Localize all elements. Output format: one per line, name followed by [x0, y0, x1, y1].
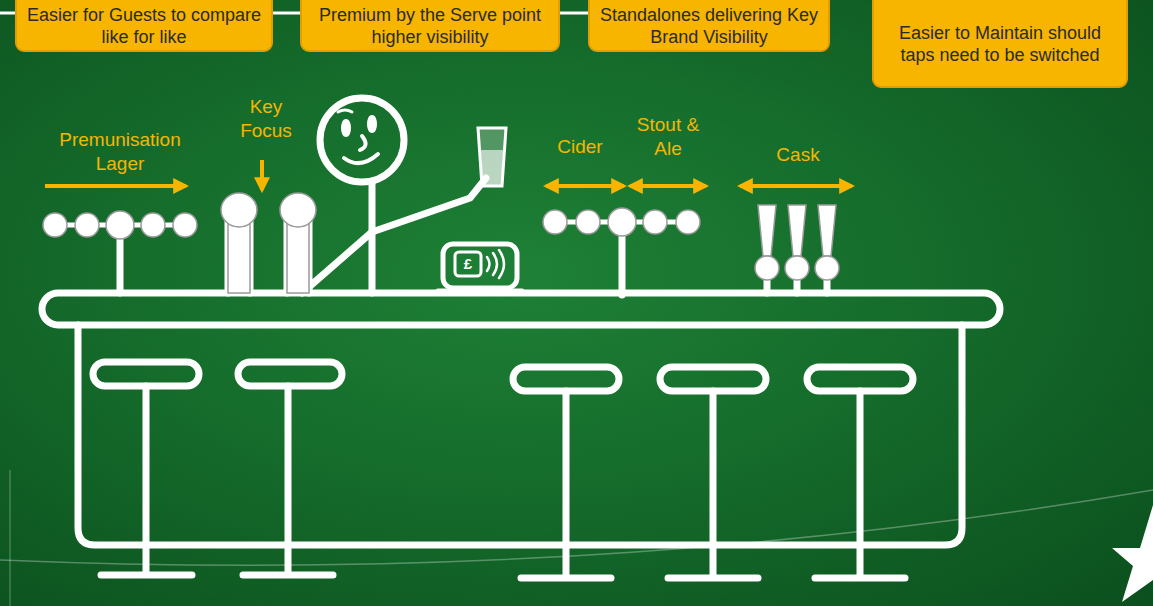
range-arrow — [740, 184, 852, 188]
stool-leg — [243, 386, 333, 575]
direction-arrow — [260, 160, 264, 190]
glass-liquid — [481, 150, 503, 186]
font-badge — [280, 193, 316, 227]
benefit-box: Easier for Guests to compare like for li… — [15, 0, 273, 52]
stool-seat — [660, 367, 766, 391]
range-arrow — [630, 184, 706, 188]
stool-seat — [807, 367, 913, 391]
section-label: Key Focus — [226, 95, 306, 143]
handpull — [788, 205, 806, 256]
handpull-ball — [755, 256, 779, 280]
frame-line — [10, 470, 11, 606]
tap-head — [643, 210, 667, 234]
contactless-waves — [487, 250, 504, 278]
bar-counter-top — [42, 293, 1000, 325]
tap-head — [106, 211, 134, 239]
stool-seat — [238, 362, 342, 386]
handpull-ball — [815, 256, 839, 280]
tap-heads — [43, 193, 839, 293]
section-label: Cask — [758, 143, 838, 167]
tap-head — [608, 208, 636, 236]
eyebrow — [338, 110, 352, 112]
bar-drawing — [42, 98, 1000, 578]
tap-head — [43, 213, 67, 237]
person-head — [320, 98, 404, 182]
benefit-box: Easier to Maintain should taps need to b… — [872, 0, 1128, 88]
stool-seat — [513, 367, 619, 391]
stool-leg — [668, 391, 758, 578]
direction-arrow — [45, 184, 186, 188]
nose — [360, 136, 366, 150]
box-text: Standalones delivering Key Brand Visibil… — [598, 4, 820, 48]
person-arm — [302, 232, 372, 293]
tap-head — [173, 213, 197, 237]
section-label: Cider — [540, 135, 620, 159]
person-face — [338, 110, 378, 163]
box-text: Premium by the Serve point higher visibi… — [310, 4, 550, 48]
box-text: Easier for Guests to compare like for li… — [25, 4, 263, 48]
stool-leg — [521, 391, 611, 578]
decor-curve — [0, 490, 1153, 565]
person-arm — [372, 178, 486, 232]
range-arrow — [546, 184, 624, 188]
benefit-box: Premium by the Serve point higher visibi… — [300, 0, 560, 52]
stool-leg — [815, 391, 905, 578]
tap-head — [141, 213, 165, 237]
tap-head — [676, 210, 700, 234]
stool-leg — [101, 386, 192, 575]
card-reader-base — [438, 289, 522, 294]
card-reader — [443, 244, 517, 288]
benefit-box: Standalones delivering Key Brand Visibil… — [588, 0, 830, 52]
handpull-ball — [785, 256, 809, 280]
handpull — [758, 205, 776, 256]
pint-glass — [478, 128, 506, 186]
eye — [343, 121, 349, 135]
tap-head — [543, 210, 567, 234]
eye — [369, 117, 375, 131]
stool-seat — [93, 362, 199, 386]
tap-head — [576, 210, 600, 234]
section-label: Stout & Ale — [633, 113, 703, 161]
box-text: Easier to Maintain should taps need to b… — [882, 22, 1118, 66]
currency-symbol: £ — [456, 255, 480, 273]
mouth — [344, 154, 378, 163]
tap-head — [75, 213, 99, 237]
card-reader-screen — [455, 252, 481, 276]
bar-front — [78, 325, 962, 545]
handpull — [818, 205, 836, 256]
font-badge — [221, 193, 257, 227]
brand-star — [1112, 505, 1153, 602]
section-label: Premunisation Lager — [35, 128, 205, 176]
